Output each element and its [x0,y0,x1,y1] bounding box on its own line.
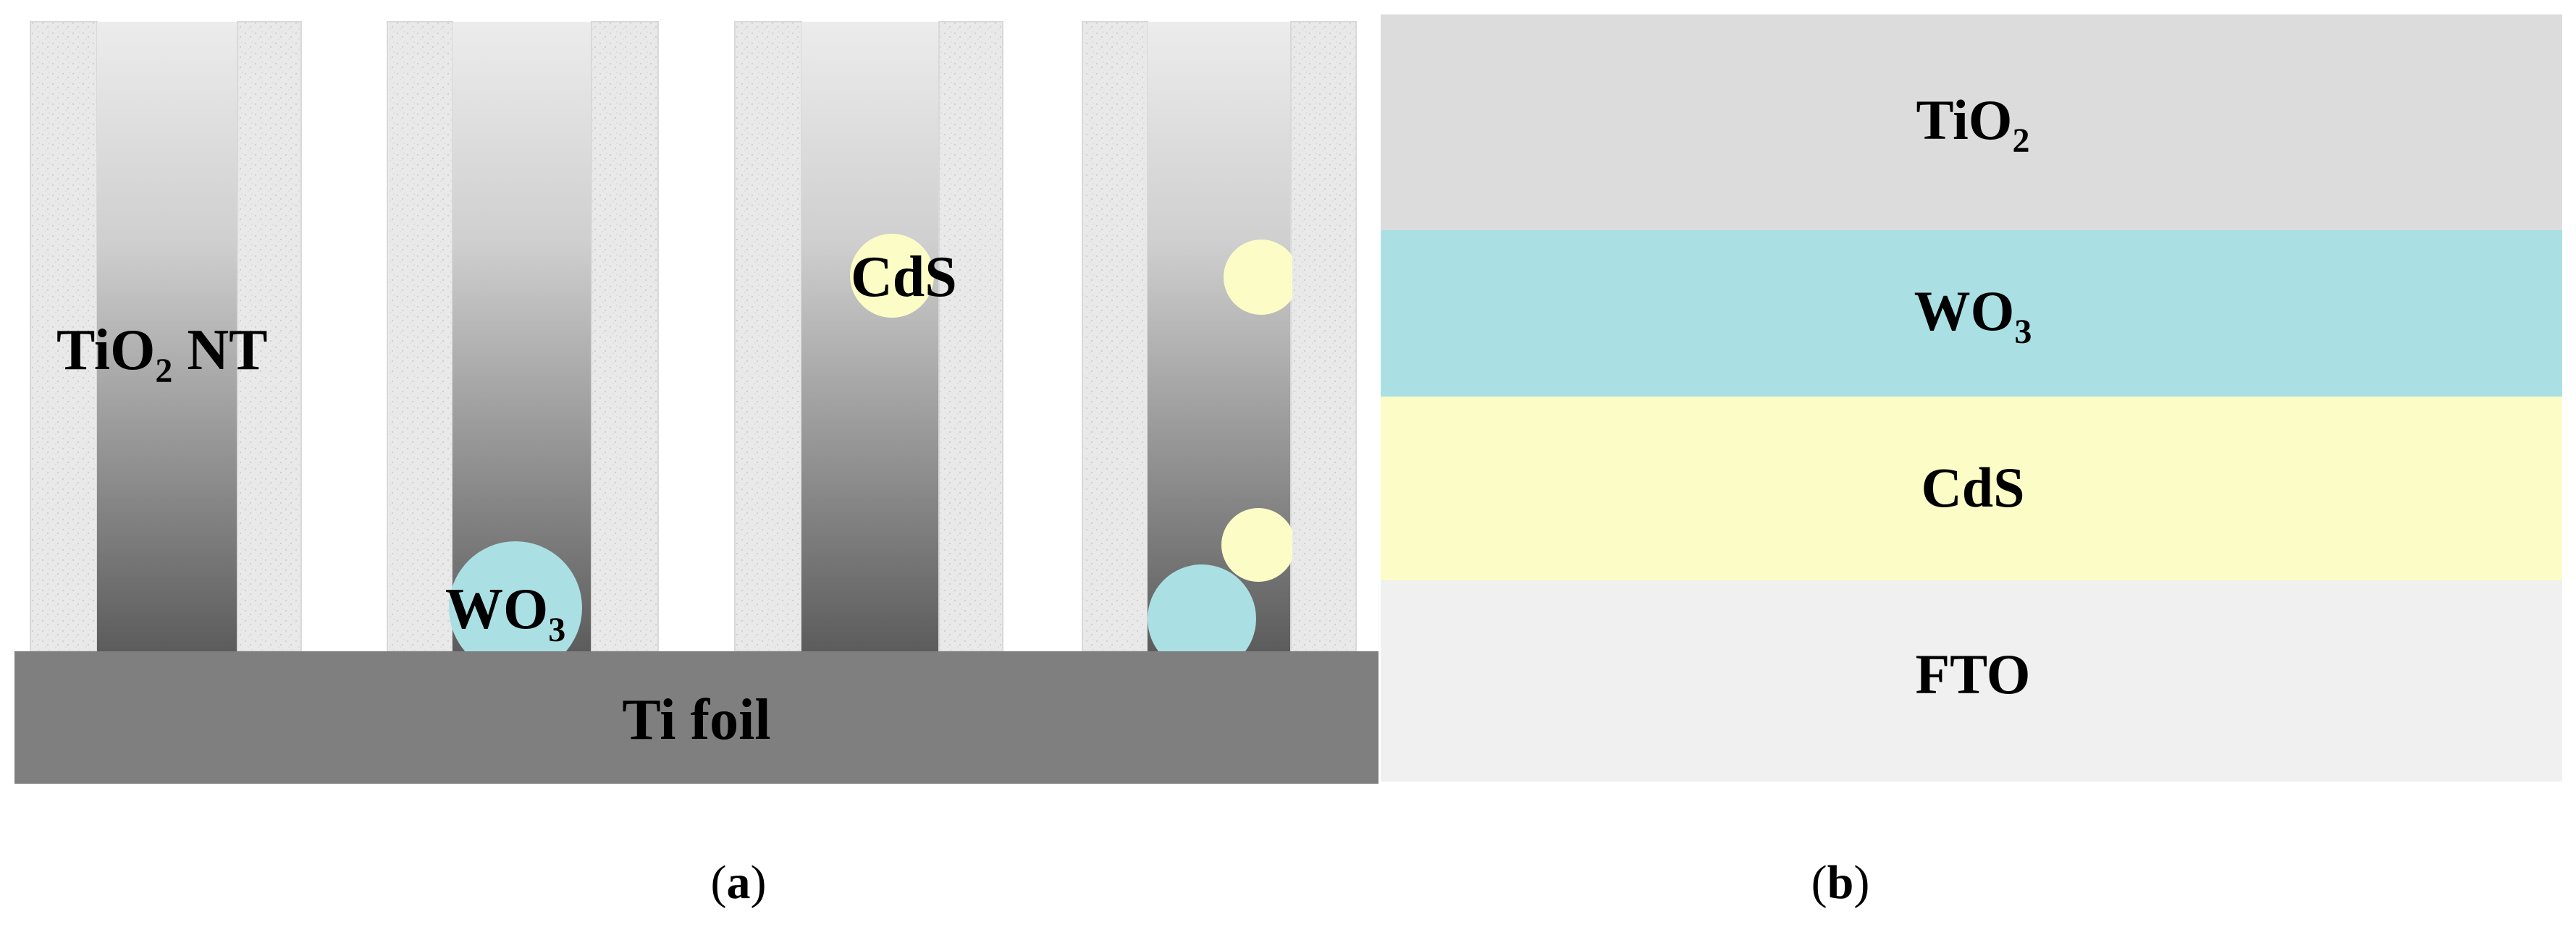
panel-b: TiO2 WO3 CdS FTO (b) [1381,14,2562,909]
wo3-particle [449,541,582,674]
ti-foil-substrate [14,651,1379,784]
cds-particle-bottom [1221,508,1292,582]
tube-wall-right [938,21,1003,652]
tube-channel [801,22,939,651]
tube-wall-right [591,21,659,652]
tube-wall-right [1290,21,1357,652]
panel-a-caption: (a) [711,856,767,909]
layer-cds-label: CdS [1921,456,2024,519]
panel-a: TiO2 NT WO3 CdS Ti foil (a) [14,21,1379,909]
tube-wall-left [734,21,802,652]
tube-wall-right [237,21,302,652]
tube-wall-left [30,21,98,652]
tube-wall-left [1082,21,1148,652]
nanotube-3 [734,21,1003,652]
ti-foil-label: Ti foil [622,688,770,752]
layer-fto-label: FTO [1916,643,2031,706]
tio2-nt-label: TiO2 NT [56,318,268,390]
wo3-particle [1148,564,1256,651]
layer-cds [1381,397,2562,580]
layer-wo3 [1381,230,2562,397]
nanotube-1 [30,21,302,652]
cds-particle-top [1224,240,1292,315]
cds-label: CdS [851,245,957,309]
cds-particle [850,234,934,318]
tube-channel [97,22,237,651]
layer-wo3-label: WO3 [1914,279,2032,351]
nanotube-2 [387,21,659,652]
layer-fto [1381,580,2562,782]
layer-tio2 [1381,14,2562,230]
panel-b-caption: (b) [1811,856,1870,909]
layer-tio2-label: TiO2 [1916,88,2030,160]
wo3-label: WO3 [445,577,565,649]
nanotube-4 [1082,21,1357,652]
tube-wall-left [387,21,453,652]
